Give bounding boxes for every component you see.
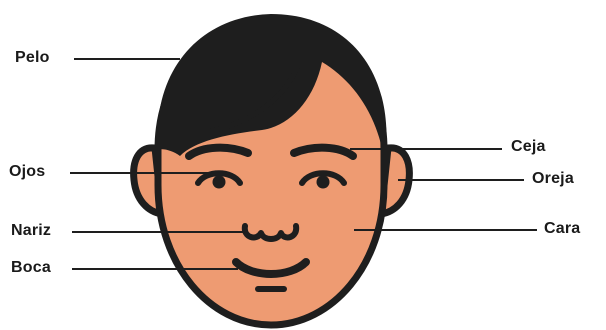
label-ceja: Ceja: [511, 138, 546, 156]
label-cara: Cara: [544, 220, 580, 238]
label-oreja: Oreja: [532, 170, 574, 188]
right-eye-pupil: [317, 176, 330, 189]
label-nariz: Nariz: [11, 222, 51, 240]
left-eye-pupil: [213, 176, 226, 189]
label-pelo: Pelo: [15, 49, 50, 67]
label-boca: Boca: [11, 259, 51, 277]
label-ojos: Ojos: [9, 163, 45, 181]
